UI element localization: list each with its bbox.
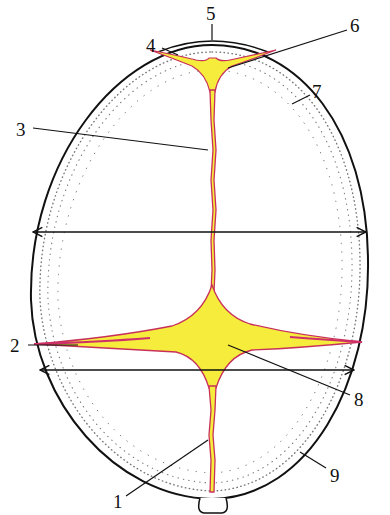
coronal-suture	[34, 337, 362, 344]
callout-number: 9	[330, 466, 340, 485]
skull-outline	[31, 45, 368, 499]
leader-line	[162, 48, 178, 55]
callout-number: 7	[312, 82, 322, 101]
callout-number: 2	[10, 336, 20, 355]
leader-line	[228, 30, 347, 68]
callout-number: 1	[113, 492, 123, 511]
anterior-fontanelle	[34, 285, 362, 388]
posterior-fontanelle	[150, 50, 276, 92]
leader-line	[126, 440, 208, 496]
callout-number: 4	[146, 36, 156, 55]
nasal-knob	[199, 498, 228, 513]
callout-number: 8	[354, 390, 364, 409]
leader-line	[28, 344, 78, 345]
leader-line	[33, 128, 208, 150]
callout-number: 5	[206, 4, 216, 23]
leader-line	[211, 24, 212, 40]
diameter-arrow	[40, 369, 354, 370]
leader-line	[228, 345, 350, 395]
sagittal-suture	[210, 90, 216, 292]
diameter-arrow	[33, 231, 366, 232]
leader-line	[300, 452, 326, 468]
callout-number: 3	[16, 120, 26, 139]
callout-number: 6	[350, 16, 360, 35]
occipital-cap	[158, 41, 268, 52]
stipple	[48, 60, 352, 483]
frontal-suture	[209, 386, 216, 492]
stipple	[58, 70, 342, 473]
leader-line	[292, 95, 310, 104]
